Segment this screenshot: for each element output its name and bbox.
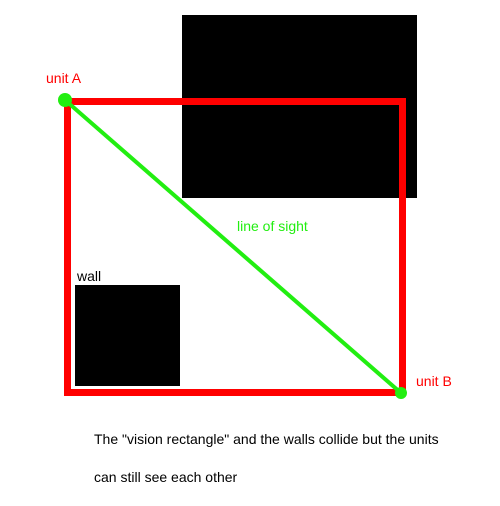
wall-large [182, 15, 417, 198]
line-of-sight-label: line of sight [237, 218, 308, 234]
caption-line-2: can still see each other [94, 469, 238, 485]
wall-small [75, 285, 180, 386]
caption: The "vision rectangle" and the walls col… [94, 411, 484, 506]
vision-rectangle [64, 98, 406, 396]
unit-b-marker [395, 387, 407, 399]
unit-a-label: unit A [46, 70, 82, 86]
line-of-sight [63, 98, 403, 395]
wall-label: wall [77, 268, 102, 284]
unit-b-label: unit B [416, 373, 452, 389]
unit-a-marker [58, 93, 72, 107]
caption-line-1: The "vision rectangle" and the walls col… [94, 431, 439, 447]
